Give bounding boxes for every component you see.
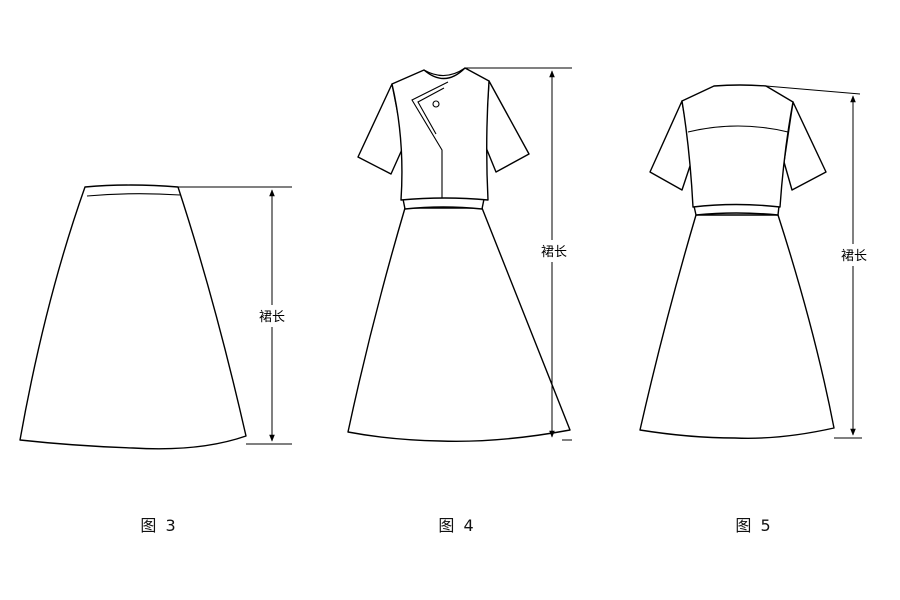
dress-front-neckline xyxy=(423,67,466,77)
dress-front-skirt xyxy=(347,207,571,442)
figure-4-caption: 图 4 xyxy=(438,516,476,535)
dress-front-button xyxy=(432,100,440,108)
figure-4-dress-front: 裙长 xyxy=(347,67,572,442)
dress-back-length-label: 裙长 xyxy=(841,249,867,264)
dress-back-top-extension-line xyxy=(765,85,861,95)
skirt-length-label: 裙长 xyxy=(259,310,285,325)
dress-back-bodice xyxy=(681,84,794,208)
figure-3-caption: 图 3 xyxy=(140,516,178,535)
skirt-dimension-label-bg xyxy=(256,305,288,327)
dress-back-dimension-label-bg xyxy=(838,244,870,266)
dress-front-placket xyxy=(411,81,449,198)
dress-front-bodice xyxy=(391,67,490,201)
skirt-waistband-line xyxy=(86,193,181,197)
dress-front-placket-inner xyxy=(417,87,445,135)
figure-5-dress-back: 裙长 xyxy=(639,84,870,439)
dress-front-length-label: 裙长 xyxy=(541,245,567,260)
figure-5-caption: 图 5 xyxy=(735,516,773,535)
skirt-body xyxy=(19,184,247,450)
figure-3-skirt: 裙长 xyxy=(19,184,292,450)
dress-front-dimension-label-bg xyxy=(538,240,570,262)
dress-back-yoke-line xyxy=(687,125,789,133)
dress-front-right-sleeve xyxy=(484,80,530,173)
dress-back-skirt xyxy=(639,214,835,439)
